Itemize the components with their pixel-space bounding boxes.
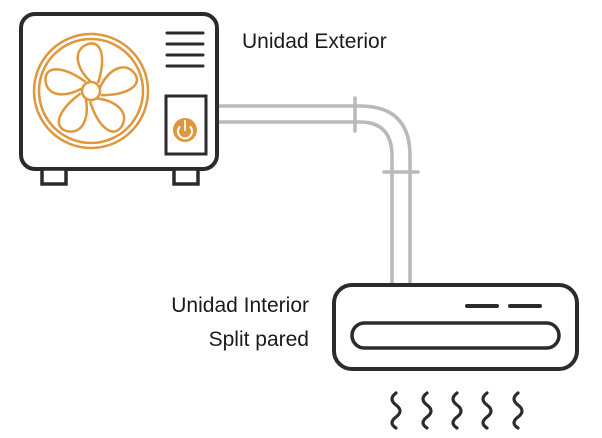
outdoor-unit-label: Unidad Exterior (242, 30, 387, 53)
fan-icon (32, 32, 150, 150)
indoor-unit (332, 283, 579, 371)
refrigerant-pipes (210, 96, 420, 288)
indoor-unit-label: Unidad Interior (171, 294, 309, 317)
air-outlet (350, 321, 561, 350)
outdoor-unit (19, 12, 219, 186)
pipe-inner (210, 120, 394, 288)
airflow-wave-icon (390, 391, 524, 430)
indoor-unit-type-label: Split pared (209, 328, 309, 351)
power-icon (173, 118, 197, 142)
outdoor-unit-foot-right (172, 167, 200, 186)
outdoor-unit-foot-left (40, 167, 68, 186)
vent-slats (165, 31, 205, 68)
pipe-outer (210, 104, 412, 288)
